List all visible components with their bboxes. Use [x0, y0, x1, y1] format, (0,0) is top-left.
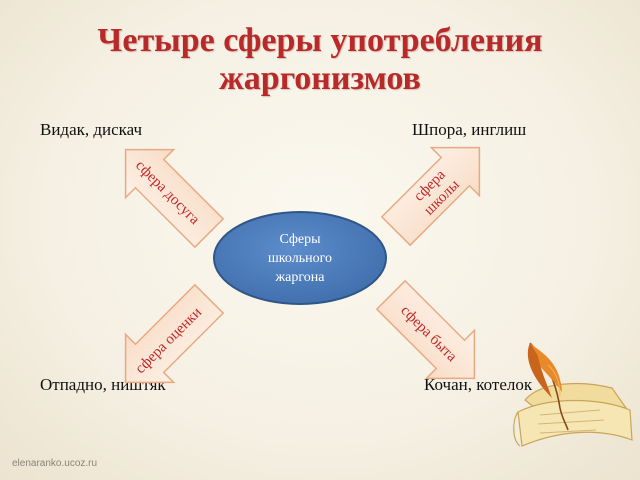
quill-scroll-illustration — [513, 342, 633, 447]
title-line-2: жаргонизмов — [219, 60, 421, 97]
arrow-bottom-left: сфера оценки — [124, 283, 225, 384]
slide-title: Четыре сферы употребления жаргонизмов — [0, 22, 640, 98]
center-label-line-3: жаргона — [275, 270, 326, 285]
footer-source: elenaranko.ucoz.ru — [12, 458, 98, 469]
arrow-top-left: сфера досуга — [124, 148, 225, 249]
center-label-line-2: школьного — [268, 251, 332, 266]
arrow-top-right: сфера школы — [380, 146, 481, 247]
arrow-bottom-right: сфера быта — [375, 279, 476, 380]
example-bottom-right: Кочан, котелок — [424, 375, 533, 394]
title-line-1: Четыре сферы употребления — [97, 22, 543, 59]
center-label-line-1: Сферы — [279, 232, 321, 247]
center-node: Сферы школьного жаргона — [213, 211, 387, 305]
example-top-right: Шпора, инглиш — [412, 120, 527, 139]
example-top-left: Видак, дискач — [40, 120, 143, 139]
